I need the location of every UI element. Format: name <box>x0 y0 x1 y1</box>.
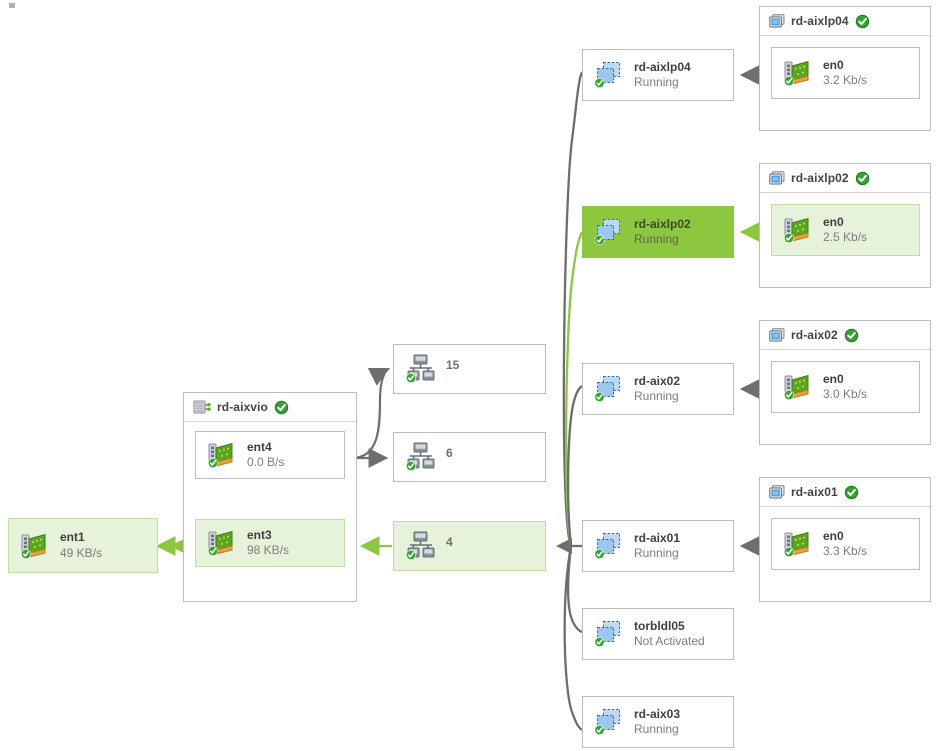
interface-throughput: 3.2 Kb/s <box>823 73 868 87</box>
vlan-network-icon <box>405 442 437 472</box>
client-interface-en0[interactable]: en0 2.5 Kb/s <box>771 204 920 256</box>
physical-adapter-ent1[interactable]: ent1 49 KB/s <box>8 518 158 573</box>
lpar-torbldl05[interactable]: torbldl05 Not Activated <box>582 608 734 660</box>
vlan-box-6[interactable]: 6 <box>393 432 546 482</box>
client-panel-header: rd-aixlp02 <box>760 164 930 193</box>
lpar-name: rd-aix01 <box>634 530 681 545</box>
client-panel-header: rd-aixlp04 <box>760 7 930 36</box>
top-left-artifact <box>9 3 15 8</box>
lpar-name: torbldl05 <box>634 618 685 633</box>
network-adapter-icon <box>207 441 237 469</box>
vio-server-title: rd-aixvio <box>217 400 268 414</box>
interface-throughput: 3.0 Kb/s <box>823 387 868 401</box>
network-adapter-icon <box>783 216 813 244</box>
interface-name: en0 <box>823 528 844 543</box>
vlan-box-15[interactable]: 15 <box>393 344 546 394</box>
client-panel-rd-aixlp04[interactable]: rd-aixlp04 <box>759 6 931 131</box>
client-interface-en0[interactable]: en0 3.0 Kb/s <box>771 361 920 413</box>
network-adapter-icon <box>783 59 813 87</box>
vlan-id: 15 <box>446 357 460 372</box>
status-ok-icon <box>855 14 870 29</box>
adapter-throughput: 0.0 B/s <box>247 455 285 469</box>
partition-icon <box>769 170 785 186</box>
adapter-name: ent4 <box>247 439 272 454</box>
client-panel-rd-aix01[interactable]: rd-aix01 <box>759 477 931 602</box>
vlan-id: 4 <box>446 534 453 549</box>
client-title: rd-aixlp04 <box>791 14 849 28</box>
vlan-id: 6 <box>446 445 453 460</box>
lpar-icon <box>594 707 624 737</box>
lpar-state: Running <box>634 232 679 246</box>
vlan-network-icon <box>405 531 437 561</box>
interface-name: en0 <box>823 371 844 386</box>
adapter-throughput: 49 KB/s <box>60 545 103 560</box>
client-title: rd-aixlp02 <box>791 171 849 185</box>
lpar-icon <box>594 60 624 90</box>
interface-throughput: 2.5 Kb/s <box>823 230 868 244</box>
lpar-rd-aix01[interactable]: rd-aix01 Running <box>582 520 734 572</box>
link-fan-vlan4-to-lpars <box>556 71 584 731</box>
lpar-state: Running <box>634 546 679 560</box>
lpar-icon <box>594 531 624 561</box>
lpar-name: rd-aixlp02 <box>634 216 691 231</box>
lpar-name: rd-aix03 <box>634 706 681 721</box>
vio-adapter-ent4[interactable]: ent4 0.0 B/s <box>195 431 345 479</box>
vlan-box-4[interactable]: 4 <box>393 521 546 571</box>
server-icon <box>193 399 211 415</box>
lpar-icon <box>594 619 624 649</box>
lpar-state: Running <box>634 722 679 736</box>
network-adapter-icon <box>783 373 813 401</box>
adapter-throughput: 98 KB/s <box>247 543 290 557</box>
lpar-icon <box>594 374 624 404</box>
status-ok-icon <box>844 328 859 343</box>
vio-server-header: rd-aixvio <box>184 393 356 422</box>
partition-icon <box>769 327 785 343</box>
client-interface-en0[interactable]: en0 3.3 Kb/s <box>771 518 920 570</box>
lpar-rd-aix03[interactable]: rd-aix03 Running <box>582 696 734 748</box>
lpar-name: rd-aixlp04 <box>634 59 691 74</box>
adapter-name: ent1 <box>60 530 85 545</box>
client-panel-rd-aixlp02[interactable]: rd-aixlp02 <box>759 163 931 288</box>
client-panel-header: rd-aix02 <box>760 321 930 350</box>
lpar-rd-aix02[interactable]: rd-aix02 Running <box>582 363 734 415</box>
status-ok-icon <box>844 485 859 500</box>
network-adapter-icon <box>783 530 813 558</box>
vlan-network-icon <box>405 354 437 384</box>
interface-throughput: 3.3 Kb/s <box>823 544 868 558</box>
partition-icon <box>769 484 785 500</box>
lpar-state: Running <box>634 389 679 403</box>
network-adapter-icon <box>207 529 237 557</box>
lpar-name: rd-aix02 <box>634 373 681 388</box>
lpar-icon <box>594 217 624 247</box>
client-title: rd-aix02 <box>791 328 838 342</box>
lpar-state: Not Activated <box>634 634 705 648</box>
status-ok-icon <box>274 400 289 415</box>
client-title: rd-aix01 <box>791 485 838 499</box>
client-panel-header: rd-aix01 <box>760 478 930 507</box>
lpar-rd-aixlp02[interactable]: rd-aixlp02 Running <box>582 206 734 258</box>
vio-adapter-ent3[interactable]: ent3 98 KB/s <box>195 519 345 567</box>
vio-server-panel[interactable]: rd-aixvio <box>183 392 357 602</box>
status-ok-icon <box>855 171 870 186</box>
interface-name: en0 <box>823 214 844 229</box>
network-adapter-icon <box>20 532 50 560</box>
client-interface-en0[interactable]: en0 3.2 Kb/s <box>771 47 920 99</box>
client-panel-rd-aix02[interactable]: rd-aix02 <box>759 320 931 445</box>
link-ent4-to-vlan15 <box>351 368 390 460</box>
lpar-rd-aixlp04[interactable]: rd-aixlp04 Running <box>582 49 734 101</box>
partition-icon <box>769 13 785 29</box>
interface-name: en0 <box>823 57 844 72</box>
lpar-state: Running <box>634 75 679 89</box>
adapter-name: ent3 <box>247 527 272 542</box>
